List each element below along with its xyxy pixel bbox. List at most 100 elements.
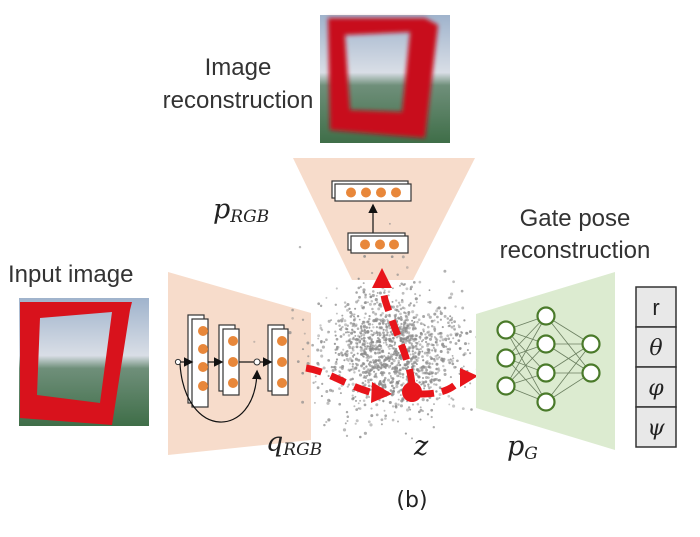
latent-point — [333, 365, 337, 369]
latent-point — [451, 316, 454, 319]
latent-point — [431, 371, 434, 374]
latent-point — [439, 339, 442, 342]
latent-point — [405, 266, 409, 269]
latent-point — [390, 376, 393, 379]
latent-point — [401, 255, 405, 259]
latent-point — [401, 366, 405, 370]
latent-point — [450, 397, 453, 400]
latent-point — [370, 407, 373, 410]
latent-point — [361, 342, 365, 346]
latent-point — [447, 296, 451, 300]
latent-point — [415, 355, 418, 358]
latent-point — [350, 313, 354, 317]
latent-point — [414, 293, 417, 296]
latent-point — [381, 311, 384, 315]
network-edge — [545, 315, 592, 374]
latent-point — [438, 396, 441, 400]
latent-point — [383, 409, 386, 412]
latent-point — [383, 291, 386, 294]
latent-point — [351, 325, 354, 328]
latent-point — [367, 420, 371, 424]
latent-point — [454, 305, 457, 308]
latent-point — [375, 326, 378, 329]
network-edge — [505, 315, 547, 359]
latent-point — [393, 370, 396, 373]
latent-point — [346, 308, 349, 312]
latent-point — [384, 414, 388, 418]
latent-point — [369, 345, 371, 348]
latent-point — [367, 368, 371, 371]
latent-point — [370, 414, 374, 418]
latent-point — [394, 402, 398, 406]
latent-point — [427, 351, 430, 354]
latent-point — [449, 333, 453, 337]
latent-point — [408, 350, 411, 353]
latent-point — [415, 342, 419, 345]
latent-point — [412, 316, 416, 319]
latent-point — [387, 290, 391, 294]
latent-point — [350, 368, 353, 371]
latent-point — [378, 348, 382, 351]
latent-point — [411, 310, 415, 314]
input-image-label: Input image — [8, 261, 133, 288]
latent-point — [433, 319, 436, 322]
latent-point — [450, 359, 454, 363]
latent-point — [410, 437, 414, 440]
latent-point — [432, 426, 435, 429]
latent-point — [431, 349, 434, 352]
neuron — [536, 334, 556, 354]
latent-point — [429, 386, 432, 389]
latent-point — [419, 408, 423, 412]
latent-point — [365, 356, 368, 359]
latent-point — [407, 340, 411, 344]
latent-point — [340, 351, 343, 355]
latent-point — [371, 293, 375, 298]
latent-point — [347, 368, 351, 372]
latent-point — [341, 314, 344, 317]
latent-point — [363, 316, 366, 319]
neuron — [360, 239, 370, 250]
latent-point — [433, 312, 437, 316]
latent-point — [410, 323, 414, 327]
latent-point — [397, 403, 400, 406]
latent-point — [370, 300, 374, 303]
latent-point — [367, 371, 371, 375]
latent-point — [370, 338, 373, 341]
latent-point — [393, 411, 396, 414]
latent-point — [381, 372, 384, 375]
latent-point — [343, 359, 346, 362]
latent-point — [409, 286, 412, 289]
latent-point — [426, 347, 430, 352]
latent-point — [395, 385, 399, 389]
latent-point — [385, 343, 388, 346]
latent-point — [357, 277, 360, 280]
latent-point — [355, 419, 359, 423]
latent-point — [391, 305, 395, 309]
latent-point — [327, 374, 330, 378]
latent-point — [385, 328, 388, 332]
latent-point — [301, 400, 305, 404]
latent-point — [348, 357, 352, 361]
latent-point — [371, 340, 375, 344]
latent-point — [417, 348, 420, 351]
latent-point — [436, 371, 439, 374]
latent-point — [421, 350, 424, 353]
latent-point — [383, 289, 386, 292]
latent-point — [331, 389, 334, 393]
latent-point — [370, 271, 374, 275]
latent-point — [362, 333, 366, 337]
latent-point — [398, 303, 402, 307]
latent-point — [434, 350, 437, 353]
latent-point — [362, 336, 366, 340]
latent-point — [360, 327, 363, 330]
latent-point — [439, 311, 443, 316]
latent-point — [397, 301, 401, 305]
latent-point — [451, 354, 454, 357]
latent-point — [399, 312, 402, 316]
latent-point — [400, 339, 402, 342]
latent-point — [363, 351, 367, 355]
latent-point — [369, 347, 372, 350]
latent-point — [301, 348, 305, 351]
neuron — [581, 363, 601, 383]
latent-point — [421, 355, 424, 358]
